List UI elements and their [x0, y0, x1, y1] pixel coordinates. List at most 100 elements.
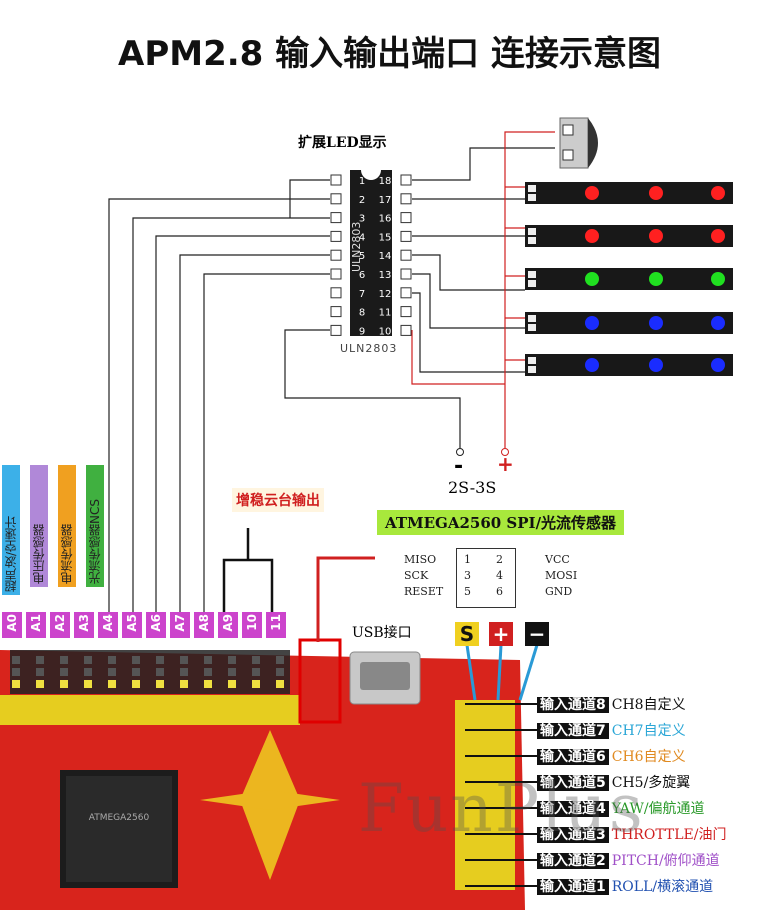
chip-pin-number: 18	[379, 176, 392, 187]
chip-pin-number: 13	[379, 270, 392, 281]
led-dot	[711, 316, 725, 330]
channel-tag: 输入通道3	[537, 827, 609, 843]
minus-label: −	[525, 622, 549, 646]
led-dot	[585, 272, 599, 286]
led-dot	[649, 229, 663, 243]
chip-pin-number: 1	[359, 176, 365, 187]
chip-pin-number: 8	[359, 308, 365, 319]
led-strip	[525, 268, 733, 290]
chip-pin-number: 15	[379, 232, 392, 243]
sensor-label: 超声波/空速计	[2, 465, 20, 595]
chip-pin	[400, 230, 412, 242]
led-strip	[525, 312, 733, 334]
chip-pin-number: 17	[379, 195, 392, 206]
analog-pin-text: A8	[197, 614, 211, 632]
spi-pin-label: 6	[496, 585, 503, 598]
spi-pin-label: SCK	[404, 569, 429, 582]
spi-red-wire	[316, 556, 375, 642]
chip-pin	[400, 174, 412, 186]
channel-tag: 输入通道2	[537, 853, 609, 869]
battery-minus-terminal	[456, 448, 464, 456]
chip-pin	[400, 287, 412, 299]
analog-pin-text: A6	[149, 614, 163, 632]
spi-pin-label: RESET	[404, 585, 444, 598]
battery-minus-sign: -	[454, 454, 464, 479]
analog-pin-text: A4	[101, 614, 115, 632]
analog-pin-text: A1	[29, 614, 43, 632]
analog-pin-text: A5	[125, 614, 139, 632]
analog-pin-label: A8	[194, 612, 214, 638]
plus-label: +	[489, 622, 513, 646]
spi-header-highlight	[298, 638, 342, 724]
analog-pin-label: A6	[146, 612, 166, 638]
spi-pin-label: 3	[464, 569, 471, 582]
usb-label: USB接口	[352, 625, 412, 641]
chip-pin	[330, 212, 342, 224]
buzzer	[559, 117, 598, 169]
chip-pin	[400, 249, 412, 261]
analog-pin-text: A7	[173, 614, 187, 632]
chip-pin-number: 10	[379, 326, 392, 337]
analog-pin-text: A9	[221, 614, 235, 632]
spi-pin-label: 1	[464, 553, 471, 566]
led-strip	[525, 225, 733, 247]
chip-pin-number: 6	[359, 270, 365, 281]
mcu-chip-label: ATMEGA2560	[89, 813, 150, 823]
analog-pin-text: A3	[77, 614, 91, 632]
spi-pin-label: 5	[464, 585, 471, 598]
analog-pin-label: A3	[74, 612, 94, 638]
chip-pin	[330, 324, 342, 336]
led-strips	[525, 182, 733, 376]
led-power-wires	[411, 131, 555, 448]
chip-pin-number: 4	[359, 232, 365, 243]
channel-leader-lines	[465, 703, 537, 887]
analog-pin-text: A0	[5, 614, 19, 632]
chip-pin	[330, 268, 342, 280]
gimbal-label: 增稳云台输出	[232, 488, 324, 512]
spi-pin-label: MOSI	[545, 569, 578, 582]
led-dot	[711, 186, 725, 200]
channel-description: THROTTLE/油门	[608, 827, 730, 843]
led-dot	[711, 358, 725, 372]
spi-pin-label: MISO	[404, 553, 437, 566]
analog-pin-label: A0	[2, 612, 22, 638]
led-dot	[585, 186, 599, 200]
led-dot	[649, 186, 663, 200]
analog-wires	[108, 179, 461, 612]
led-dot	[585, 316, 599, 330]
analog-pin-label: 10	[242, 612, 262, 638]
analog-pin-label: A2	[50, 612, 70, 638]
spi-pin-label: GND	[545, 585, 573, 598]
channel-tag: 输入通道4	[537, 801, 609, 817]
signal-label: S	[455, 622, 479, 646]
chip-pin	[330, 287, 342, 299]
chip-pin-number: 7	[359, 289, 365, 300]
chip-body-name: ULN2803	[350, 221, 363, 272]
chip-pin	[400, 324, 412, 336]
chip-pin-number: 11	[379, 308, 392, 319]
channel-description: CH8自定义	[608, 697, 689, 713]
led-dot	[649, 358, 663, 372]
spi-connector-box	[456, 548, 516, 608]
chip-pin-number: 12	[379, 289, 392, 300]
battery-label: 2S-3S	[448, 478, 497, 497]
channel-tag: 输入通道5	[537, 775, 609, 791]
channel-description: ROLL/横滚通道	[608, 879, 717, 895]
chip-pin	[330, 249, 342, 261]
chip-pin-number: 2	[359, 195, 365, 206]
channel-description: YAW/偏航通道	[608, 801, 708, 817]
chip-caption: ULN2803	[340, 342, 398, 355]
sensor-label: 光流传感器NCS	[86, 465, 104, 587]
chip-pin	[400, 268, 412, 280]
rc-power-wires	[465, 644, 539, 701]
spi-pin-label: 2	[496, 553, 503, 566]
gimbal-bracket	[222, 528, 274, 612]
